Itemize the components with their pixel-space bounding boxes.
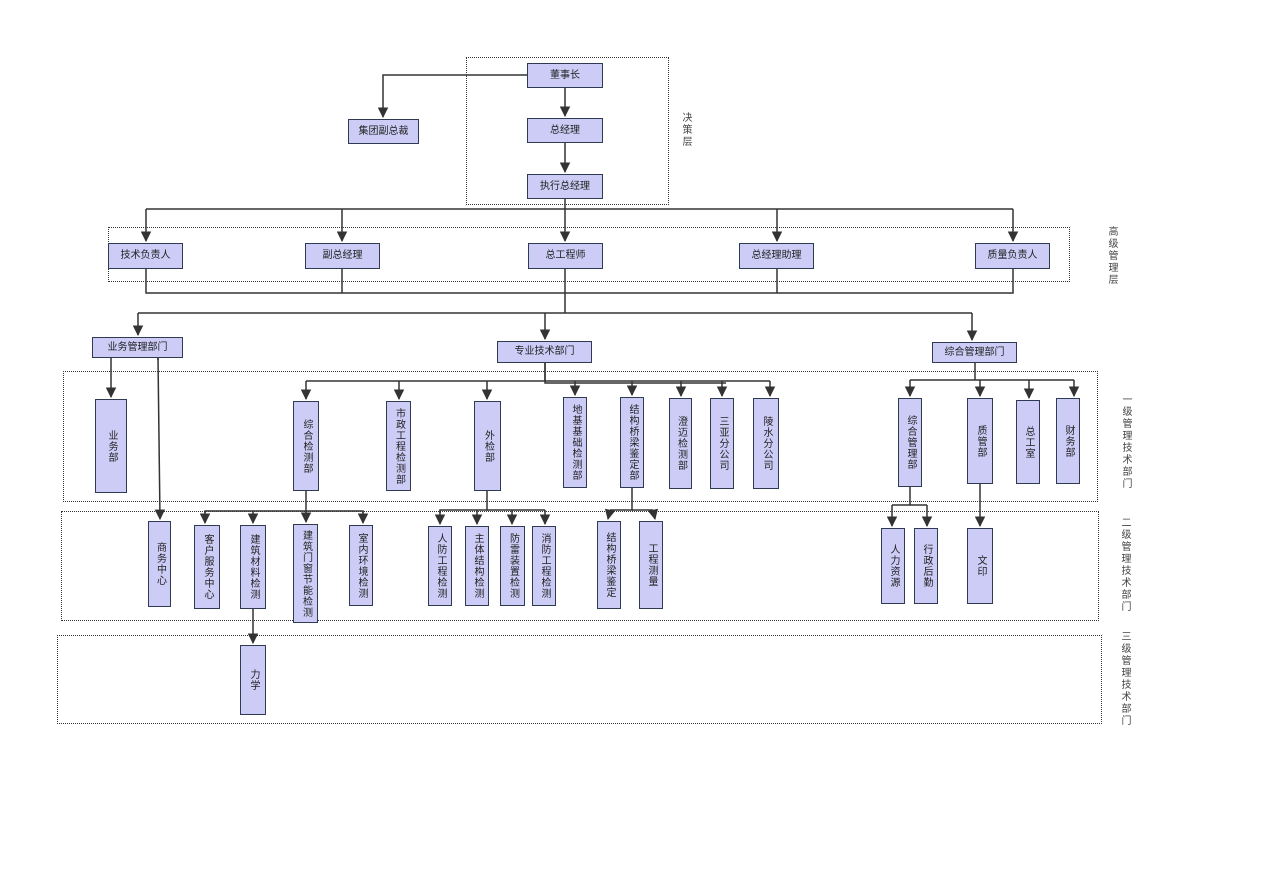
node-general-mgmt: 综合管理部门 [932,342,1017,363]
connector-line [439,491,488,513]
layer-box-level1 [63,371,1098,502]
node-hr: 人力资源 [881,528,905,604]
node-quality-dept: 质管部 [967,398,993,484]
node-biz-center: 商务中心 [148,521,171,607]
layer-box-level3 [57,635,1102,724]
node-foundation: 地基基础检测部 [563,397,587,488]
node-door-window: 建筑门窗节能检测 [293,524,318,623]
connector-arrow [154,357,166,521]
connector-line [145,269,1014,294]
node-civil-defense: 人防工程检测 [428,526,452,606]
node-municipal: 市政工程检测部 [386,401,411,491]
layer-label-level1: 一级管理技术部门 [1120,394,1131,490]
node-pro-tech: 专业技术部门 [497,341,592,363]
node-lingshui: 陵水分公司 [753,398,779,489]
node-group-vp: 集团副总裁 [348,119,419,144]
node-comp-admin: 综合管理部 [898,398,922,487]
connector-line [306,510,364,513]
node-deputy-gm: 副总经理 [305,243,380,269]
node-logistics: 行政后勤 [914,528,938,604]
node-bridge-eval: 结构桥梁鉴定 [597,521,621,609]
node-tech-lead: 技术负责人 [108,243,183,269]
node-gm: 总经理 [527,118,603,143]
node-materials: 建筑材料检测 [240,525,266,609]
node-bridge-dept: 结构桥梁鉴定部 [620,397,644,488]
connector-arrow [377,74,527,119]
node-sanya: 三亚分公司 [710,398,734,489]
connector-line [892,487,911,506]
layer-label-level3: 三级管理技术部门 [1119,631,1130,727]
connector-line [306,363,546,382]
node-chief-office: 总工室 [1016,400,1040,484]
node-indoor-env: 室内环境检测 [349,525,373,606]
connector-line [544,363,726,384]
node-surveying: 工程测量 [639,521,663,609]
node-customer-service: 客户服务中心 [194,525,220,609]
node-chief-engineer: 总工程师 [528,243,603,269]
layer-box-level2 [61,511,1099,621]
node-chairman: 董事长 [527,63,603,88]
layer-label-senior: 高级管理层 [1106,226,1117,286]
layer-label-level2: 二级管理技术部门 [1119,517,1130,613]
connector-arrow [647,508,659,521]
node-printing: 文印 [967,528,993,604]
node-chengmai: 澄迈检测部 [669,398,692,489]
node-main-structure: 主体结构检测 [465,526,489,606]
node-lightning: 防雷装置检测 [500,526,525,606]
node-gm-assistant: 总经理助理 [739,243,814,269]
node-mechanics: 力学 [240,645,266,715]
node-biz-dept: 业务部 [95,399,127,493]
layer-box-decision [466,57,669,205]
connector-arrow [604,508,616,521]
node-external-test: 外检部 [474,401,501,491]
node-comp-test: 综合检测部 [293,401,319,491]
layer-label-decision: 决策层 [680,112,691,148]
connector-line [610,488,633,511]
node-fire-protection: 消防工程检测 [532,526,556,606]
node-finance: 财务部 [1056,398,1080,484]
connector-line [204,491,307,513]
node-quality-lead: 质量负责人 [975,243,1050,269]
node-biz-mgmt: 业务管理部门 [92,337,183,358]
node-exec-gm: 执行总经理 [527,174,603,199]
